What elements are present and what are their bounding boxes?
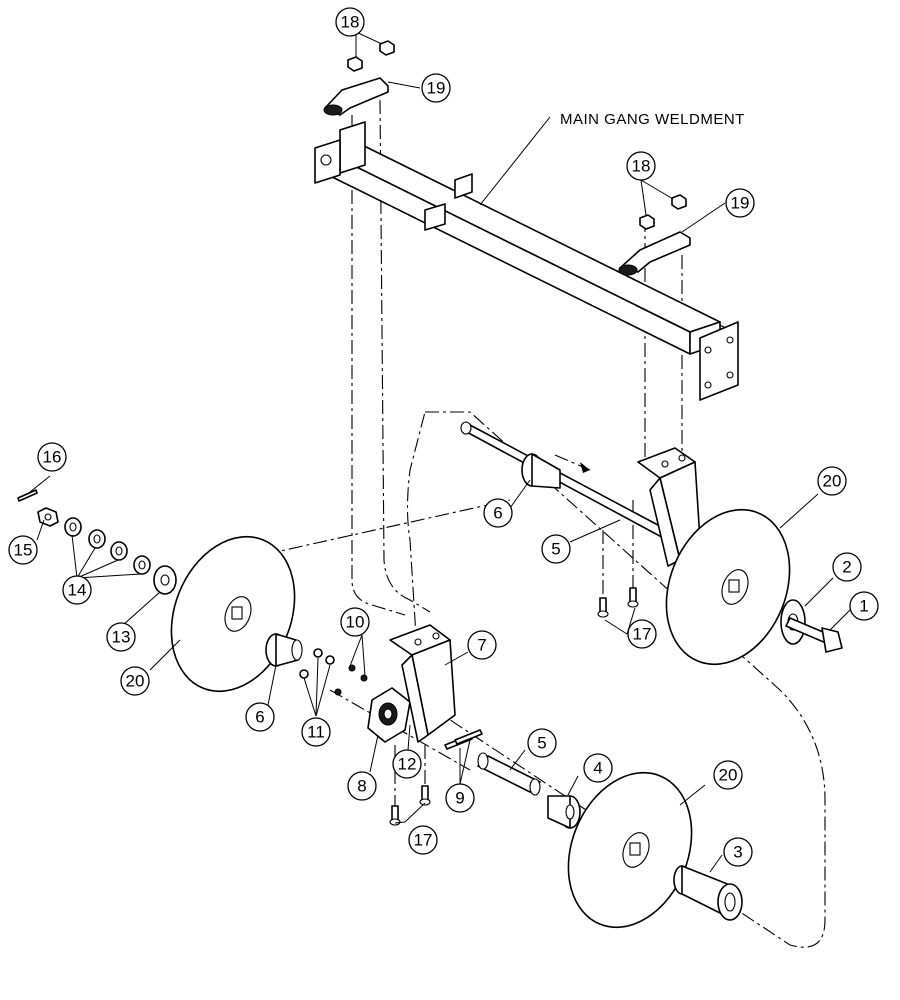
washers-14 (64, 517, 151, 575)
callout-20: 20 (817, 466, 847, 496)
callout-label: 18 (632, 157, 651, 176)
bolt-1 (785, 617, 843, 653)
hanger-upper (637, 447, 701, 567)
clamp-strap-right (618, 231, 691, 276)
leader-lines (29, 31, 851, 873)
bearing-flange-8 (367, 687, 411, 743)
disc-blade-upper (665, 508, 791, 666)
nut-right (639, 194, 687, 230)
cotter-pin (17, 489, 38, 502)
callout-1: 1 (849, 591, 879, 621)
callout-11: 11 (301, 717, 331, 747)
callout-17: 17 (627, 619, 657, 649)
callout-label: 17 (633, 625, 652, 644)
callout-label: 12 (398, 755, 417, 774)
callout-label: 3 (733, 843, 742, 862)
callout-20: 20 (713, 760, 743, 790)
callout-label: 17 (414, 831, 433, 850)
main-gang-weldment (314, 121, 739, 401)
callout-5: 5 (527, 728, 557, 758)
callout-label: 9 (455, 789, 464, 808)
callout-label: 19 (731, 194, 750, 213)
callout-19: 19 (421, 73, 451, 103)
castle-nut (37, 507, 59, 527)
callout-14: 14 (62, 575, 92, 605)
callout-label: 20 (823, 472, 842, 491)
main-gang-weldment-label: MAIN GANG WELDMENT (560, 111, 745, 128)
callout-12: 12 (392, 749, 422, 779)
clamp-strap-top-left (323, 77, 389, 116)
callout-label: 11 (307, 723, 325, 742)
callout-label: 10 (346, 613, 365, 632)
callout-label: 1 (859, 597, 868, 616)
callout-5: 5 (541, 534, 571, 564)
callout-label: 5 (551, 540, 560, 559)
callout-label: 2 (842, 558, 851, 577)
callout-label: 19 (427, 79, 446, 98)
direction-arrow-icon (554, 454, 591, 473)
callout-13: 13 (106, 622, 136, 652)
bolts-17-lower (389, 785, 431, 826)
callout-label: 4 (593, 759, 602, 778)
callout-2: 2 (832, 552, 862, 582)
callout-20: 20 (120, 666, 150, 696)
callout-label: 18 (341, 13, 360, 32)
spool-left (265, 633, 303, 667)
callout-18: 18 (335, 7, 365, 37)
callout-7: 7 (467, 630, 497, 660)
callout-label: 20 (126, 672, 145, 691)
callout-8: 8 (347, 771, 377, 801)
callout-18: 18 (626, 151, 656, 181)
nut-top-left (347, 40, 395, 72)
callout-label: 16 (43, 448, 62, 467)
callout-15: 15 (8, 535, 38, 565)
callout-label: 15 (14, 541, 33, 560)
callout-10: 10 (340, 607, 370, 637)
callout-6: 6 (245, 702, 275, 732)
callout-19: 19 (725, 188, 755, 218)
callout-4: 4 (583, 753, 613, 783)
hanger-7 (389, 624, 456, 743)
washer-13 (153, 565, 177, 595)
callout-label: 7 (477, 636, 486, 655)
callout-label: 5 (537, 734, 546, 753)
callout-16: 16 (37, 442, 67, 472)
assembly-boundary (406, 411, 826, 948)
disc-blade-lower (567, 771, 693, 929)
spool-3 (673, 865, 743, 921)
shaft-lower (477, 752, 541, 796)
callout-label: 13 (112, 628, 131, 647)
callout-9: 9 (445, 783, 475, 813)
callout-label: 6 (493, 504, 502, 523)
callout-label: 14 (68, 581, 87, 600)
callout-label: 6 (255, 708, 264, 727)
callout-6: 6 (483, 498, 513, 528)
callout-label: 20 (719, 766, 738, 785)
callout-label: 8 (357, 777, 366, 796)
disc-blade-left (170, 535, 296, 693)
flange-4 (547, 795, 581, 829)
callout-3: 3 (723, 837, 753, 867)
bolts-17-upper (597, 587, 639, 618)
bolts-9 (444, 729, 483, 750)
lock-washers-10 (334, 664, 368, 696)
callout-17: 17 (408, 825, 438, 855)
spool-upper (521, 453, 561, 489)
